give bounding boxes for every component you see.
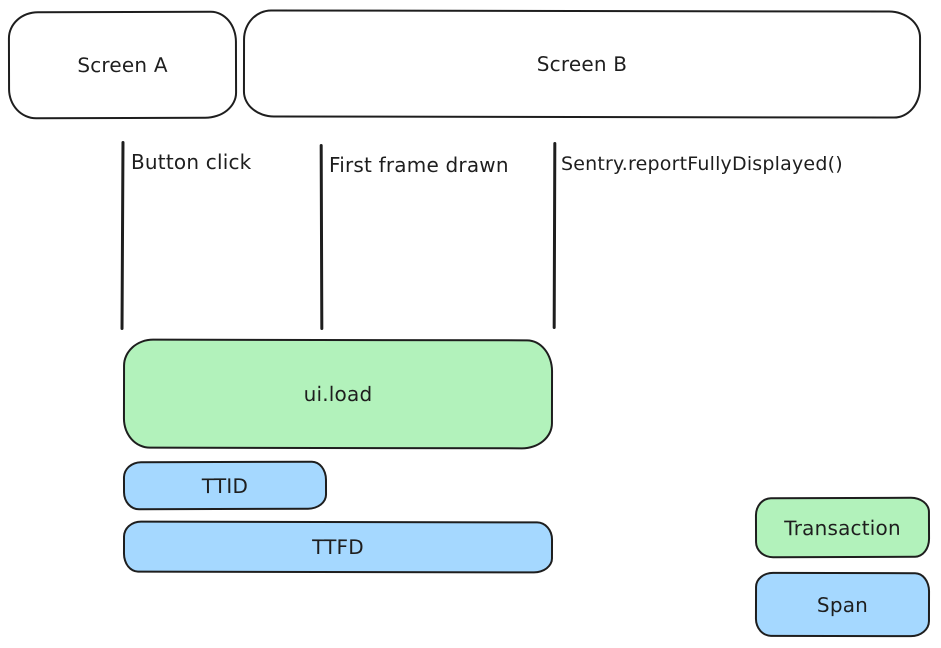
transaction-bar-label: ui.load [303,381,373,407]
event-label-button-click: Button click [131,150,252,174]
event-line-first-frame-drawn [319,143,324,331]
legend-span-box: Span [754,571,931,638]
event-line-report-fully-displayed [552,141,557,330]
span-bar-ttid: TTID [122,460,328,511]
span-bar-ttfd: TTFD [122,520,554,574]
transaction-bar-ui-load: ui.load [122,338,554,450]
screen-a-box: Screen A [7,10,238,120]
ttid-bar-label: TTID [201,473,249,498]
legend-transaction-label: Transaction [784,515,901,540]
event-line-button-click [120,140,125,331]
legend-span-label: Span [816,592,869,617]
event-label-report-fully-displayed: Sentry.reportFullyDisplayed() [561,153,843,175]
screen-b-label: Screen B [536,51,628,77]
event-label-first-frame-drawn: First frame drawn [329,153,509,177]
legend-transaction-box: Transaction [754,496,931,559]
ttfd-bar-label: TTFD [312,534,364,560]
screen-a-label: Screen A [77,52,168,78]
screen-b-box: Screen B [242,9,922,119]
